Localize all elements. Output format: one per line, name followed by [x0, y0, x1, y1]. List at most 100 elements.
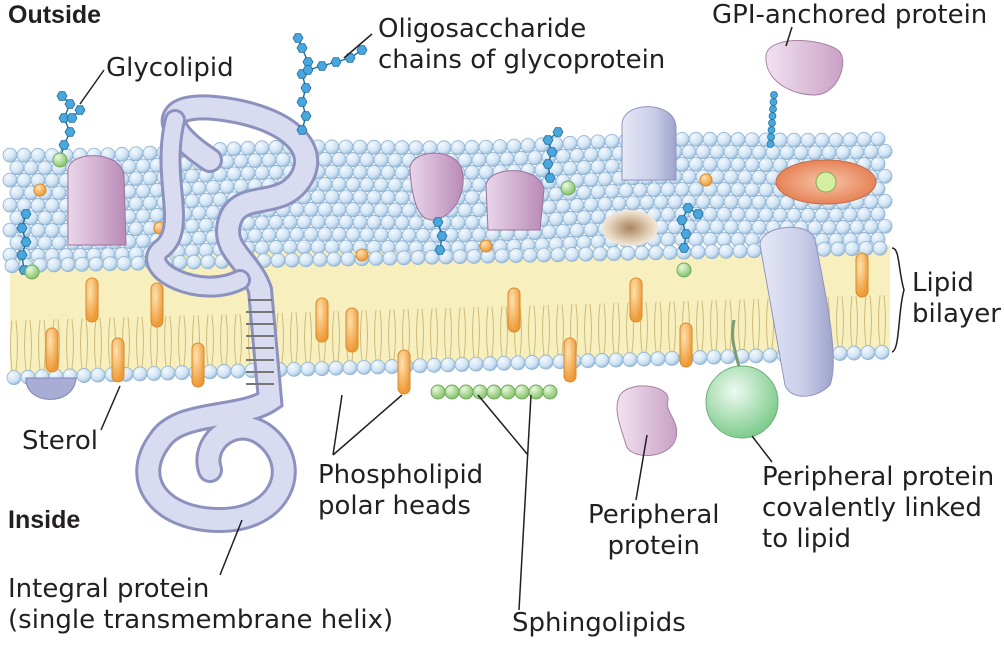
channel-pore	[602, 210, 658, 246]
lipid-head	[590, 209, 606, 225]
lipid-head	[121, 159, 137, 174]
lipid-head	[44, 198, 60, 213]
lipid-head	[296, 214, 312, 230]
lipid-head	[2, 222, 18, 238]
lipid-head	[23, 160, 39, 176]
lipid-head	[692, 350, 708, 365]
lipid-head	[730, 207, 746, 222]
lipid-head	[457, 227, 473, 243]
sugar-residue	[296, 43, 308, 53]
peripheral-cov-line2: covalently linked	[762, 493, 982, 523]
sterol	[629, 277, 643, 323]
lipid-head	[408, 140, 424, 156]
sugar-residue	[542, 135, 554, 145]
lipid-head	[226, 166, 242, 182]
peripheral-cov-line1: Peripheral protein	[762, 462, 995, 492]
oligosaccharide-line2: chains of glycoprotein	[378, 45, 666, 75]
lipid-tail	[136, 316, 144, 367]
lipid-head	[748, 348, 764, 364]
lipid-head	[863, 194, 879, 210]
lipid-head	[46, 257, 62, 273]
lipid-head	[737, 144, 753, 160]
lipid-head	[102, 256, 118, 272]
sphingolipid-heads	[430, 384, 558, 400]
lipid-head	[216, 364, 232, 379]
gpi-link	[767, 126, 776, 134]
phospholipid-line2: polar heads	[318, 491, 471, 521]
lipid-head	[662, 245, 678, 260]
lipid-head	[772, 132, 788, 148]
lipid-head	[401, 227, 417, 243]
lipid-head	[597, 146, 613, 162]
sterol	[855, 252, 869, 298]
lipid-head	[744, 207, 760, 223]
lipid-head	[132, 366, 148, 382]
lipid-head	[312, 252, 328, 267]
lipid-head	[744, 182, 760, 198]
lipid-head	[620, 245, 636, 261]
lipid-head	[345, 152, 361, 167]
lipid-head	[317, 202, 333, 217]
lipid-tail	[80, 318, 88, 369]
lipid-head	[135, 208, 151, 224]
lipid-head	[835, 145, 851, 160]
lipid-head	[317, 152, 333, 167]
lipid-head	[88, 256, 104, 272]
sugar-residue	[66, 113, 78, 123]
lipid-head	[751, 169, 767, 185]
lipid-head	[382, 250, 398, 266]
lipid-head	[597, 196, 613, 212]
phospholipid-line1: Phospholipid	[318, 460, 484, 490]
lipid-head	[387, 227, 403, 243]
lipid-head	[286, 362, 302, 377]
sphingolipids-label: Sphingolipids	[512, 608, 686, 638]
lipid-head	[408, 215, 424, 231]
lipid-head	[688, 181, 704, 197]
sterol-head	[699, 173, 713, 187]
sugar-residue	[692, 209, 704, 219]
lipid-head	[695, 144, 711, 160]
lipid-head	[298, 252, 314, 268]
lipid-head	[592, 246, 608, 262]
gpi-link	[767, 133, 775, 141]
lipid-head	[275, 227, 291, 243]
lipid-head	[716, 131, 732, 147]
lipid-tail	[472, 307, 480, 358]
sterol	[45, 327, 59, 373]
lipid-head	[359, 152, 375, 168]
lipid-head	[191, 180, 207, 196]
lipid-head	[352, 164, 368, 180]
lipid-head	[870, 156, 886, 172]
lipid-head	[468, 356, 484, 372]
inside-label: Inside	[8, 506, 81, 534]
sugar-residue	[300, 83, 312, 93]
peripheral-protein-label: Peripheral protein	[588, 500, 720, 562]
lipid-head	[496, 355, 512, 371]
lipid-tail	[290, 312, 298, 363]
sugar-residue	[542, 159, 554, 169]
lipid-head	[583, 222, 599, 238]
lipid-head	[130, 255, 146, 271]
lipid-head	[583, 172, 599, 188]
lipid-head	[485, 151, 501, 167]
lipid-head	[746, 243, 762, 259]
lipid-head	[394, 215, 410, 231]
sugar-residue	[436, 231, 448, 241]
lipid-head	[732, 243, 748, 259]
lipid-head	[394, 140, 410, 156]
lipid-head	[128, 221, 144, 237]
lipid-head	[240, 140, 256, 156]
sugar-residue	[678, 243, 690, 253]
lipid-tail	[612, 302, 620, 354]
lipid-head	[324, 139, 340, 155]
lipid-head	[604, 183, 620, 199]
lipid-head	[373, 152, 389, 168]
integral-protein-left	[67, 155, 127, 246]
lipid-head	[835, 220, 851, 235]
lipid-head	[702, 131, 718, 147]
lipid-tail	[66, 318, 74, 370]
lipid-head	[877, 218, 893, 234]
lipid-head	[527, 150, 543, 166]
lipid-head	[331, 152, 347, 167]
lipid-head	[352, 139, 368, 155]
